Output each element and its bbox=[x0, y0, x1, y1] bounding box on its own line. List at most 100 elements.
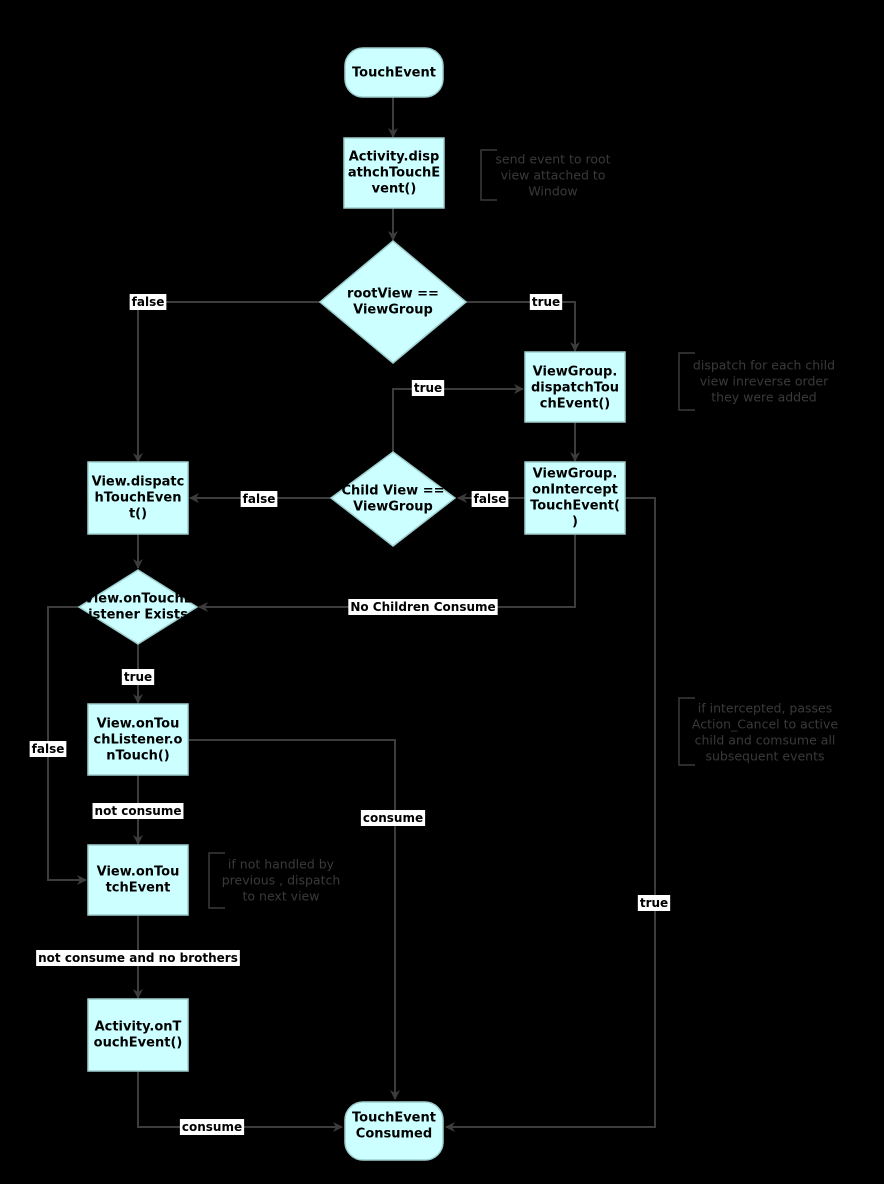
text-line: dispatchTou bbox=[531, 381, 619, 396]
svg-text:consume: consume bbox=[363, 811, 423, 825]
svg-text:not consume and no brothers: not consume and no brothers bbox=[38, 951, 238, 965]
text-line: tchEvent bbox=[106, 881, 171, 896]
node-viewgroup-dispatch-touch-event bbox=[524, 351, 626, 423]
text-line: View.onTou bbox=[97, 717, 180, 732]
svg-text:true: true bbox=[640, 896, 668, 910]
text-line: view inreverse order bbox=[700, 374, 829, 389]
node-decision-root-view-is-viewgroup bbox=[318, 240, 468, 364]
edge-label-root-true: true bbox=[529, 294, 563, 310]
node-view-dispatch-touch-event bbox=[87, 461, 189, 535]
edge-root-false bbox=[133, 301, 320, 463]
note-bracket-next-view bbox=[208, 852, 225, 909]
text-line: View.onTou bbox=[97, 865, 180, 880]
text-line: Consumed bbox=[356, 1127, 432, 1142]
svg-text:true: true bbox=[124, 670, 152, 684]
edge-label-child-false: false bbox=[240, 491, 278, 507]
text-line: to next view bbox=[243, 889, 320, 904]
nodes bbox=[77, 47, 626, 1161]
text-line: ouchEvent() bbox=[94, 1036, 183, 1051]
node-decision-listener-exists bbox=[77, 569, 199, 645]
text-line: TouchEvent bbox=[352, 1111, 436, 1126]
text-line: subsequent events bbox=[705, 749, 824, 764]
svg-text:No Children Consume: No Children Consume bbox=[350, 600, 495, 614]
note-bracket-root-view bbox=[480, 149, 497, 201]
svg-text:not consume: not consume bbox=[95, 804, 182, 818]
edge-label-child-true: true bbox=[411, 380, 445, 396]
edge-label-listener-false: false bbox=[29, 741, 67, 757]
edge-label-root-false: false bbox=[129, 294, 167, 310]
text-line: ViewGroup. bbox=[533, 467, 618, 482]
text-line: ViewGroup. bbox=[533, 365, 618, 380]
text-line: rootView == bbox=[347, 287, 439, 302]
text-line: TouchEvent bbox=[352, 66, 436, 81]
text-line: if intercepted, passes bbox=[698, 701, 833, 716]
label-root-view-is-viewgroup: rootView ==ViewGroup bbox=[347, 287, 439, 318]
node-activity-on-touch-event bbox=[87, 998, 189, 1072]
edge-label-ontouch-not-consume: not consume bbox=[92, 803, 184, 819]
node-view-on-touch-event bbox=[87, 844, 189, 916]
svg-text:false: false bbox=[32, 742, 65, 756]
text-line: if not handled by bbox=[228, 857, 335, 872]
text-line: Activity.disp bbox=[349, 150, 440, 165]
text-line: View.dispatc bbox=[92, 475, 185, 490]
text-line: Window bbox=[528, 184, 577, 199]
edge-root-true bbox=[466, 301, 580, 352]
text-line: ViewGroup bbox=[353, 303, 433, 318]
node-activity-dispatch-touch-event bbox=[343, 137, 445, 209]
text-line: view attached to bbox=[501, 168, 606, 183]
text-line: they were added bbox=[711, 390, 816, 405]
edge-label-ontouchevent-not-consume: not consume and no brothers bbox=[36, 950, 240, 966]
node-listener-on-touch bbox=[87, 703, 189, 776]
svg-text:consume: consume bbox=[182, 1120, 242, 1134]
edge-label-ontouch-consume: consume bbox=[360, 810, 426, 826]
edge-label-activity-consume: consume bbox=[179, 1119, 245, 1135]
text-line: Child View == bbox=[342, 484, 445, 499]
text-line: chListener.o bbox=[94, 733, 183, 748]
svg-text:false: false bbox=[132, 295, 165, 309]
edge-label-intercept-false: false bbox=[471, 491, 509, 507]
edge-labels: false true true false false No Children … bbox=[29, 294, 671, 1135]
text-line: istener Exists bbox=[88, 608, 188, 623]
text-line: send event to root bbox=[495, 152, 610, 167]
text-line: vent() bbox=[372, 182, 417, 197]
edge-label-listener-true: true bbox=[121, 669, 155, 685]
text-line: ViewGroup bbox=[353, 500, 433, 515]
node-touch-event-consumed bbox=[344, 1101, 444, 1161]
text-line: nTouch() bbox=[106, 749, 169, 764]
text-line: t() bbox=[129, 507, 147, 522]
text-line: child and comsume all bbox=[695, 733, 836, 748]
svg-text:false: false bbox=[474, 492, 507, 506]
edge-no-children-consume bbox=[198, 534, 576, 612]
note-bracket-each-child bbox=[678, 352, 695, 411]
node-viewgroup-on-intercept-touch-event bbox=[524, 461, 626, 535]
label-child-view-is-viewgroup: Child View ==ViewGroup bbox=[342, 484, 445, 515]
svg-text:true: true bbox=[532, 295, 560, 309]
svg-text:true: true bbox=[414, 381, 442, 395]
text-line: Activity.onT bbox=[95, 1020, 182, 1035]
edge-label-no-children-consume: No Children Consume bbox=[348, 599, 498, 615]
text-line: dispatch for each child bbox=[693, 358, 835, 373]
note-bracket-intercepted bbox=[678, 697, 695, 766]
notes bbox=[208, 149, 695, 909]
edge-child-true bbox=[392, 384, 524, 452]
node-decision-child-view-is-viewgroup bbox=[329, 451, 457, 547]
text-line: hTouchEven bbox=[95, 491, 182, 506]
text-line: ) bbox=[572, 515, 578, 530]
text-line: TouchEvent( bbox=[530, 499, 620, 514]
